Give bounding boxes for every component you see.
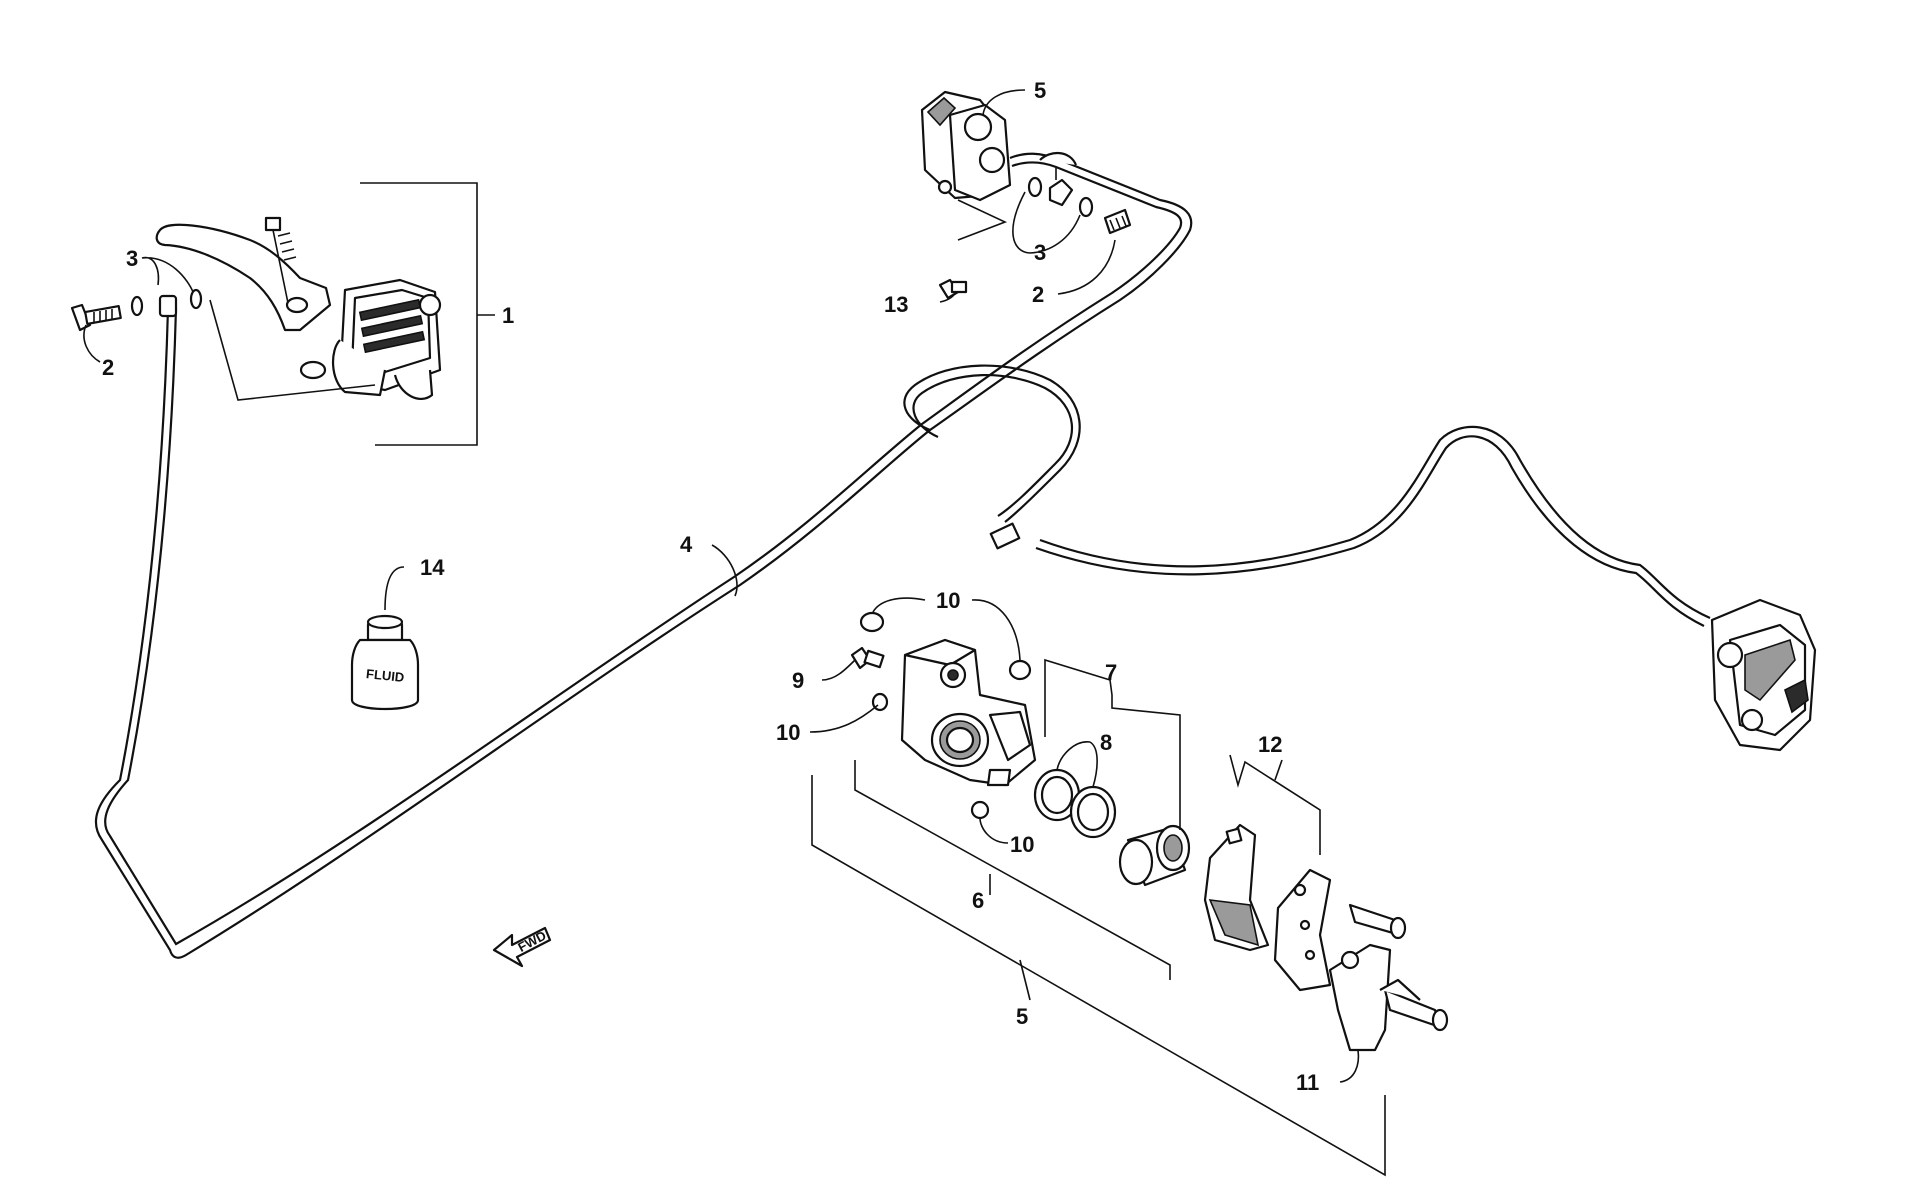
callout-5-bottom: 5 [1016, 1004, 1028, 1029]
callout-leaders [83, 89, 1386, 1177]
callout-7: 7 [1105, 660, 1117, 685]
callout-4: 4 [680, 532, 693, 557]
callout-6: 6 [972, 888, 984, 913]
callout-2-left: 2 [102, 355, 114, 380]
bleeder-screw-13 [938, 199, 1008, 300]
fluid-label: FLUID [365, 666, 405, 685]
brake-fluid-bottle: FLUID [350, 614, 420, 711]
callout-12: 12 [1258, 732, 1282, 757]
callout-11: 11 [1296, 1070, 1319, 1095]
forward-arrow: FWD [492, 926, 552, 968]
master-cylinder-assembly [155, 182, 495, 446]
callout-1: 1 [502, 303, 514, 328]
caliper-right-installed [1710, 598, 1817, 752]
callout-10-top: 10 [936, 588, 960, 613]
fwd-label: FWD [515, 928, 548, 955]
callout-10-middle: 10 [776, 720, 800, 745]
brake-hose [94, 152, 1711, 959]
callout-13: 13 [884, 292, 908, 317]
banjo-bolt-left [70, 288, 203, 332]
callout-3-top: 3 [1034, 240, 1046, 265]
callout-2-top: 2 [1032, 282, 1044, 307]
callout-9: 9 [792, 668, 804, 693]
exploded-caliper [850, 611, 1449, 1052]
callout-numbers: 1 2 3 4 5 3 2 13 14 10 9 10 10 8 7 6 5 1… [102, 78, 1319, 1095]
callout-14: 14 [420, 555, 445, 580]
caliper-upper-installed [920, 90, 1132, 235]
callout-8: 8 [1100, 730, 1112, 755]
callout-3-left: 3 [126, 246, 138, 271]
callout-10-lower: 10 [1010, 832, 1034, 857]
reservoir-label-stripes [358, 298, 426, 354]
callout-5-top: 5 [1034, 78, 1046, 103]
